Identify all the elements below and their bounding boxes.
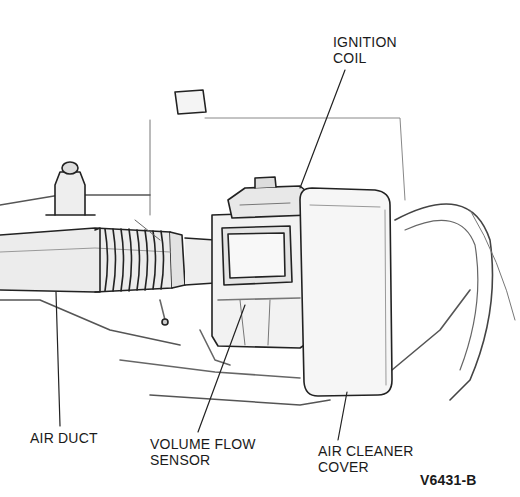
part-label: AIR CLEANER COVER <box>318 443 428 475</box>
part-label: VOLUME FLOW SENSOR <box>150 436 275 468</box>
part-label: AIR DUCT <box>30 430 140 446</box>
part-label: IGNITION COIL <box>333 34 423 66</box>
figure-number: V6431-B <box>420 472 515 488</box>
